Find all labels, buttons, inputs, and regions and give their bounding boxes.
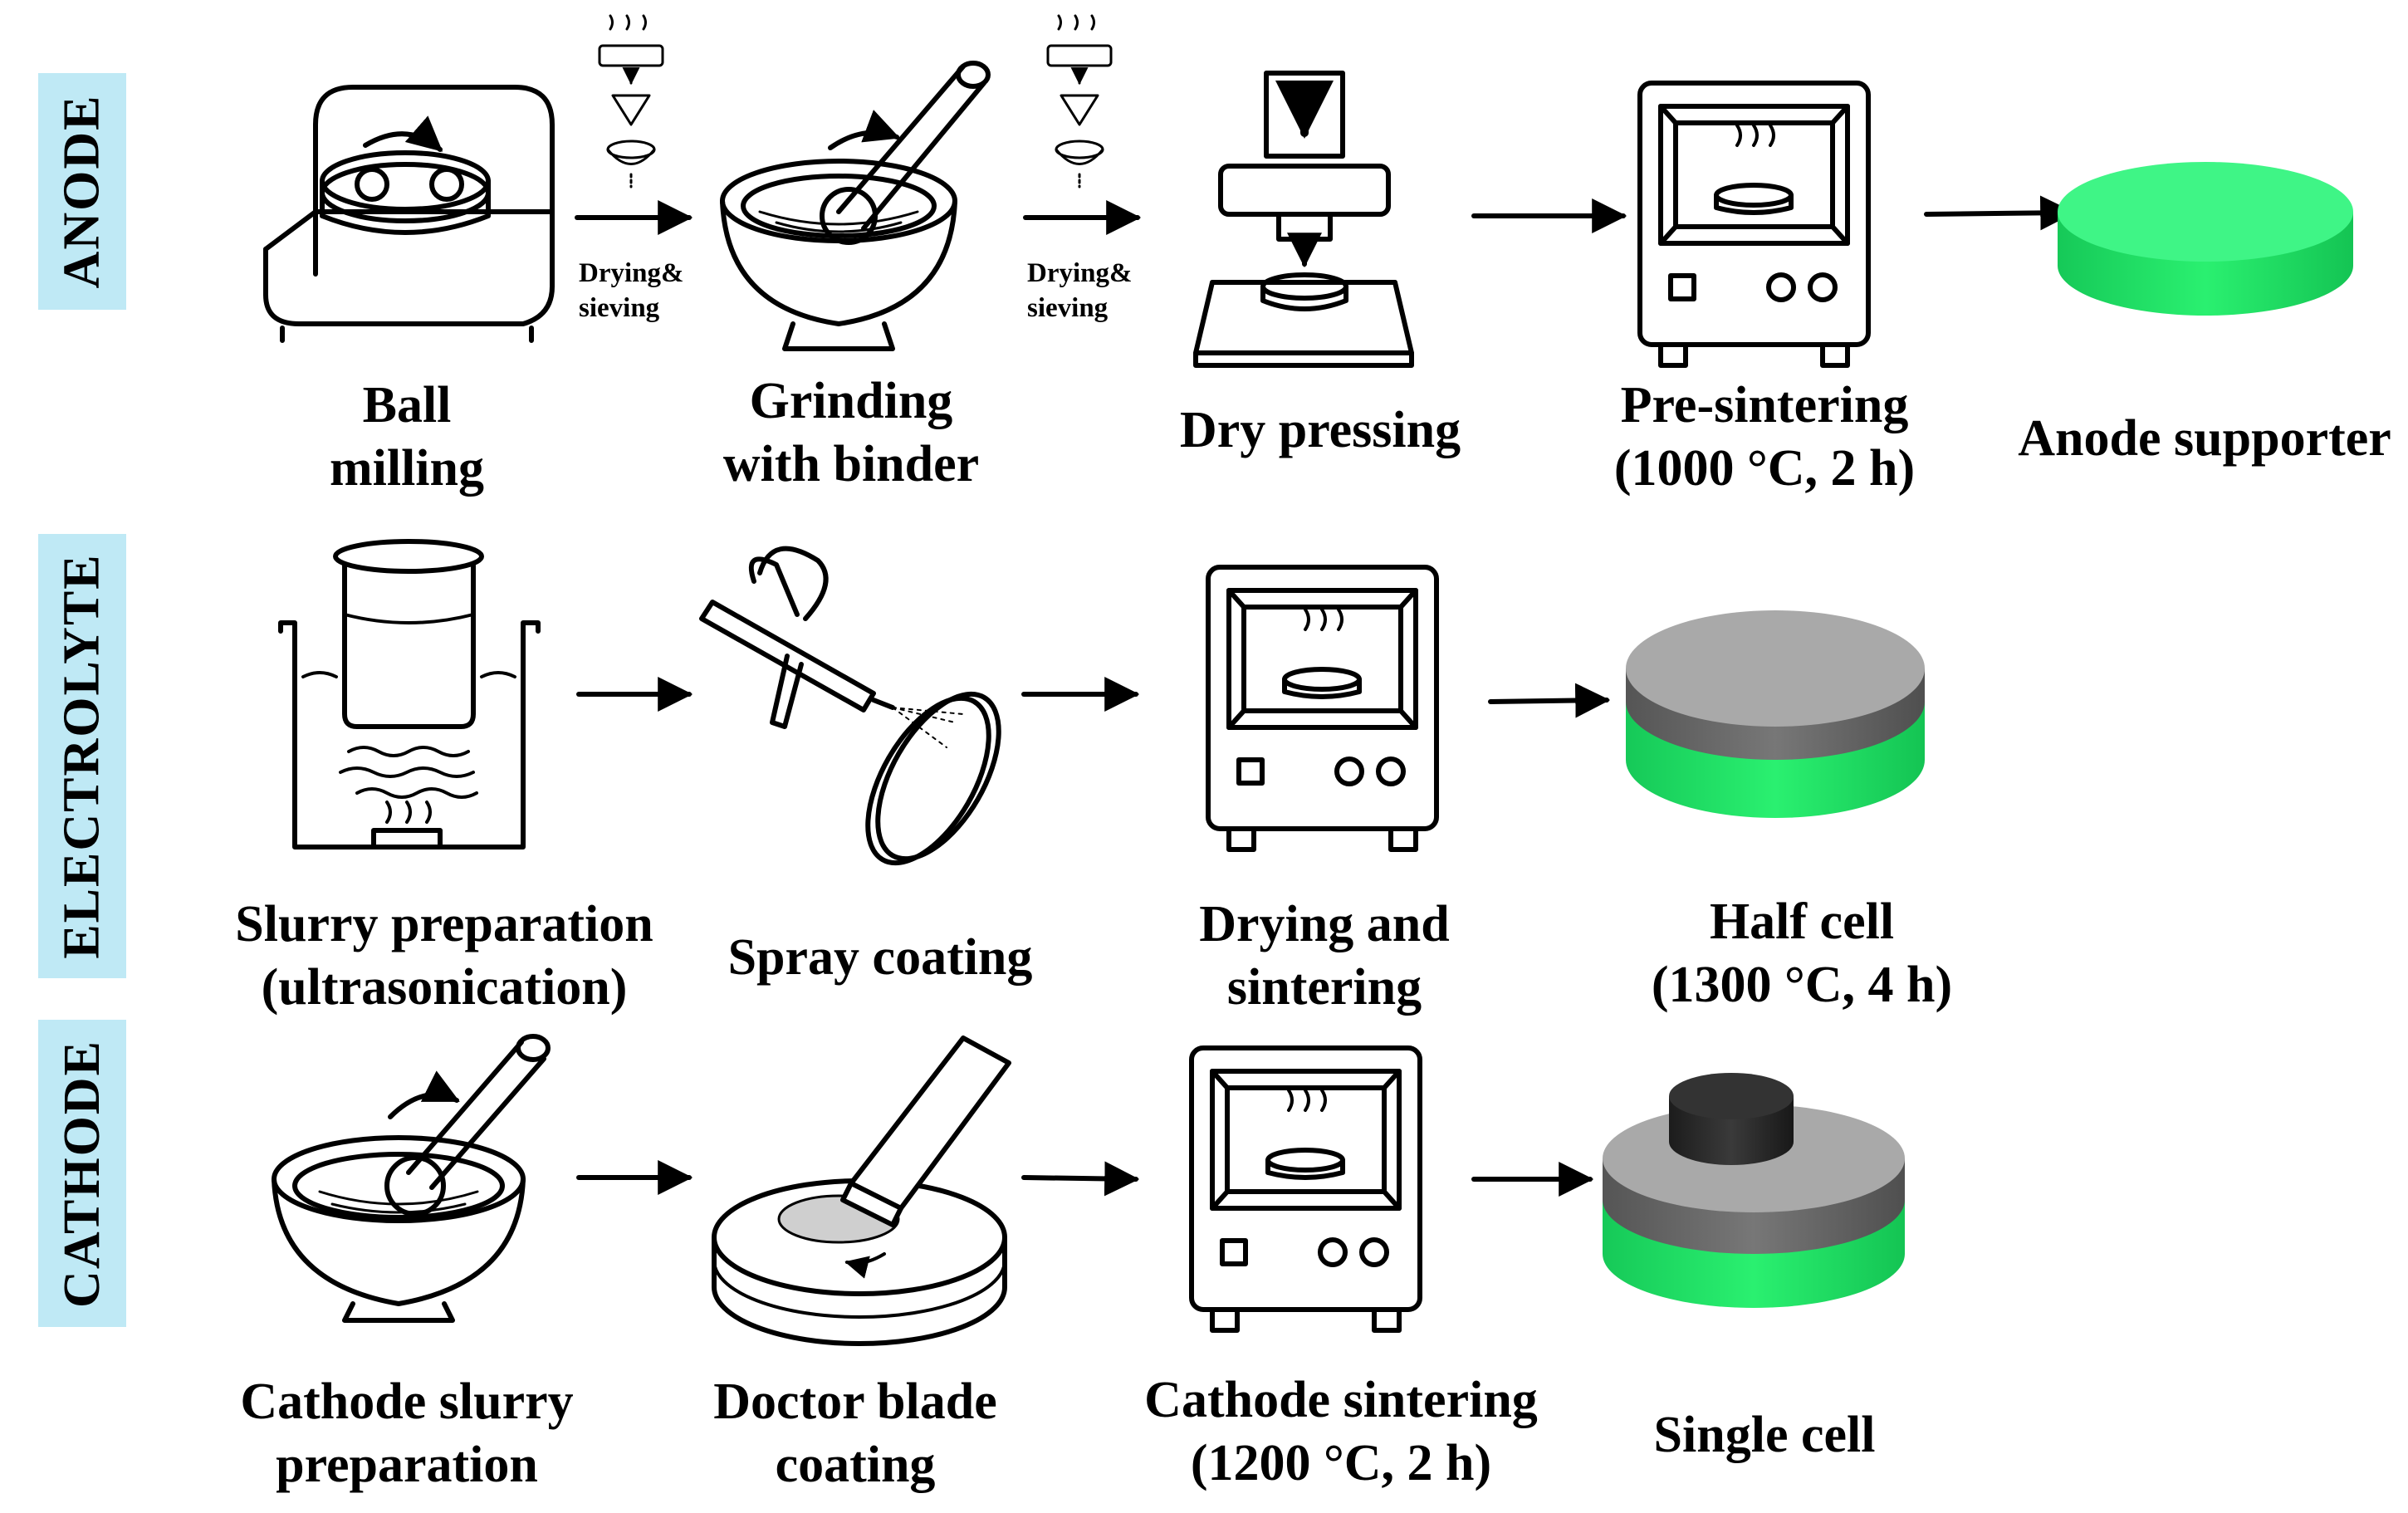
- arrow: [1924, 195, 2076, 231]
- sieve-icon-2: [1046, 14, 1113, 189]
- furnace-icon-3: [1189, 1045, 1422, 1333]
- caption-grinding: Grinding with binder: [722, 373, 980, 492]
- caption-doctor-blade: Doctor blade coating: [713, 1373, 997, 1493]
- ball-mill-icon: [263, 85, 555, 343]
- row-label-cathode: CATHODE: [38, 1020, 126, 1327]
- caption-anode-supporter: Anode supporter: [2018, 410, 2391, 467]
- ultrasonic-bath-icon: [278, 539, 541, 850]
- mortar-pestle-icon: [720, 61, 991, 351]
- caption-ball-milling: Ball milling: [329, 377, 485, 497]
- furnace-icon-1: [1637, 81, 1871, 368]
- caption-drying-sieving-2: Drying& sieving: [1027, 258, 1133, 323]
- dry-press-icon: [1193, 71, 1414, 368]
- arrow: [1021, 1161, 1140, 1197]
- doctor-blade-icon: [712, 1036, 1011, 1346]
- caption-cathode-slurry: Cathode slurry preparation: [240, 1373, 574, 1493]
- sieve-icon-1: [598, 14, 664, 189]
- mortar-pestle-icon-2: [272, 1034, 551, 1323]
- caption-cathode-sintering: Cathode sintering (1200 °C, 2 h): [1144, 1372, 1538, 1491]
- row-label-anode: ANODE: [38, 73, 126, 310]
- furnace-icon-2: [1206, 565, 1439, 852]
- half-cell-disc: [1626, 610, 1925, 818]
- caption-drying-sintering: Drying and sintering: [1199, 896, 1450, 1016]
- arrow: [1488, 683, 1611, 718]
- caption-spray-coating: Spray coating: [727, 929, 1033, 986]
- caption-dry-pressing: Dry pressing: [1179, 402, 1461, 458]
- caption-slurry-preparation: Slurry preparation (ultrasonication): [235, 896, 653, 1016]
- caption-drying-sieving-1: Drying& sieving: [579, 258, 684, 323]
- caption-pre-sintering: Pre-sintering (1000 °C, 2 h): [1613, 377, 1916, 497]
- spray-gun-icon: [699, 546, 1001, 866]
- row-label-electrolyte: ELECTROLYTE: [38, 534, 126, 978]
- caption-single-cell: Single cell: [1653, 1407, 1876, 1463]
- caption-half-cell: Half cell (1300 °C, 4 h): [1651, 894, 1953, 1013]
- anode-supporter-disc: [2058, 162, 2353, 316]
- single-cell-disc: [1603, 1073, 1905, 1308]
